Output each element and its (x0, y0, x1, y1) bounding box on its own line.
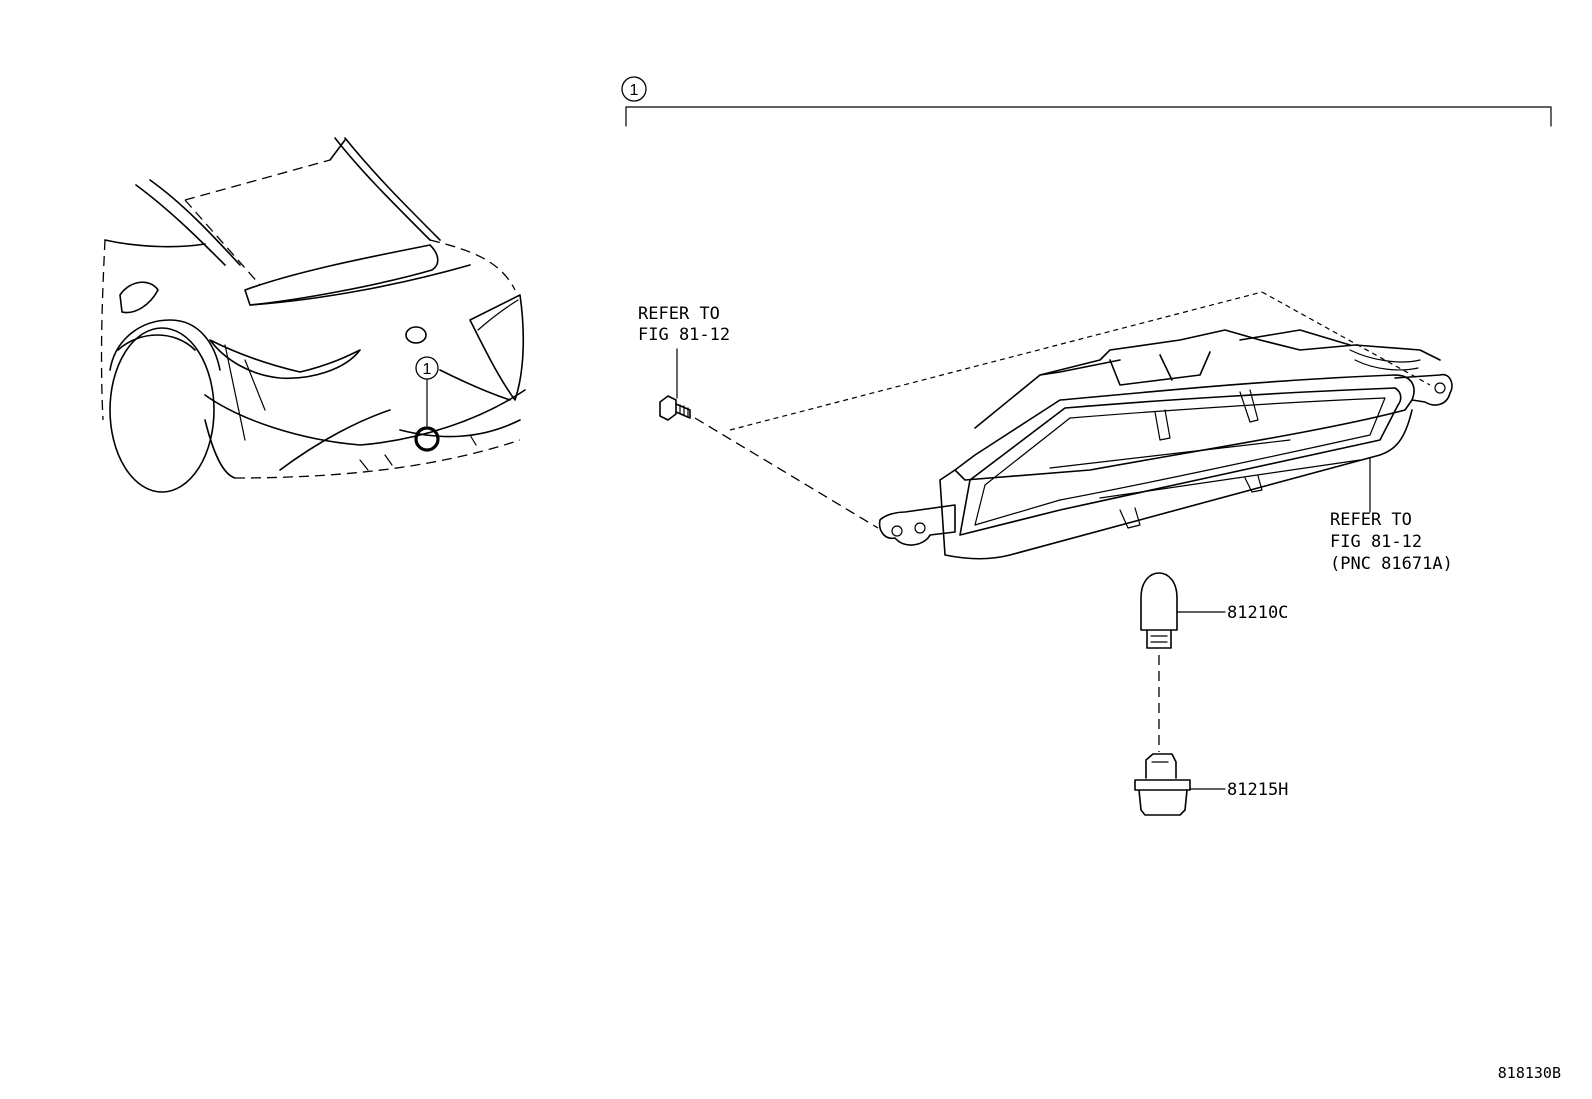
assembly-bracket: 1 (621, 76, 1552, 127)
refer-left-line2: FIG 81-12 (638, 325, 730, 345)
part-label-81210c: 81210C (1227, 603, 1288, 623)
screw-icon (659, 395, 691, 421)
part-label-81215h: 81215H (1227, 780, 1288, 800)
socket-icon (1134, 753, 1191, 816)
refer-right-line2: FIG 81-12 (1330, 532, 1422, 552)
bulb-icon (1140, 572, 1178, 649)
high-mount-stop-lamp-icon (878, 329, 1453, 560)
assembly-marker-number: 1 (630, 82, 639, 99)
screw-group: REFER TO FIG 81-12 (638, 291, 1431, 529)
refer-right-line1: REFER TO (1330, 510, 1412, 530)
socket-81215h: 81215H (1134, 753, 1288, 816)
drawing-code: 818130B (1498, 1064, 1561, 1082)
vehicle-callout-marker-number: 1 (423, 361, 432, 378)
bulb-81210c: 81210C (1140, 572, 1288, 752)
refer-left-line1: REFER TO (638, 304, 720, 324)
assembly-marker-circle (621, 76, 647, 102)
refer-right-group: REFER TO FIG 81-12 (PNC 81671A) (1330, 457, 1453, 574)
refer-right-line3: (PNC 81671A) (1330, 554, 1453, 574)
vehicle-callout-marker-circle (415, 356, 439, 380)
vehicle-rear-illustration: 1 (100, 137, 526, 493)
